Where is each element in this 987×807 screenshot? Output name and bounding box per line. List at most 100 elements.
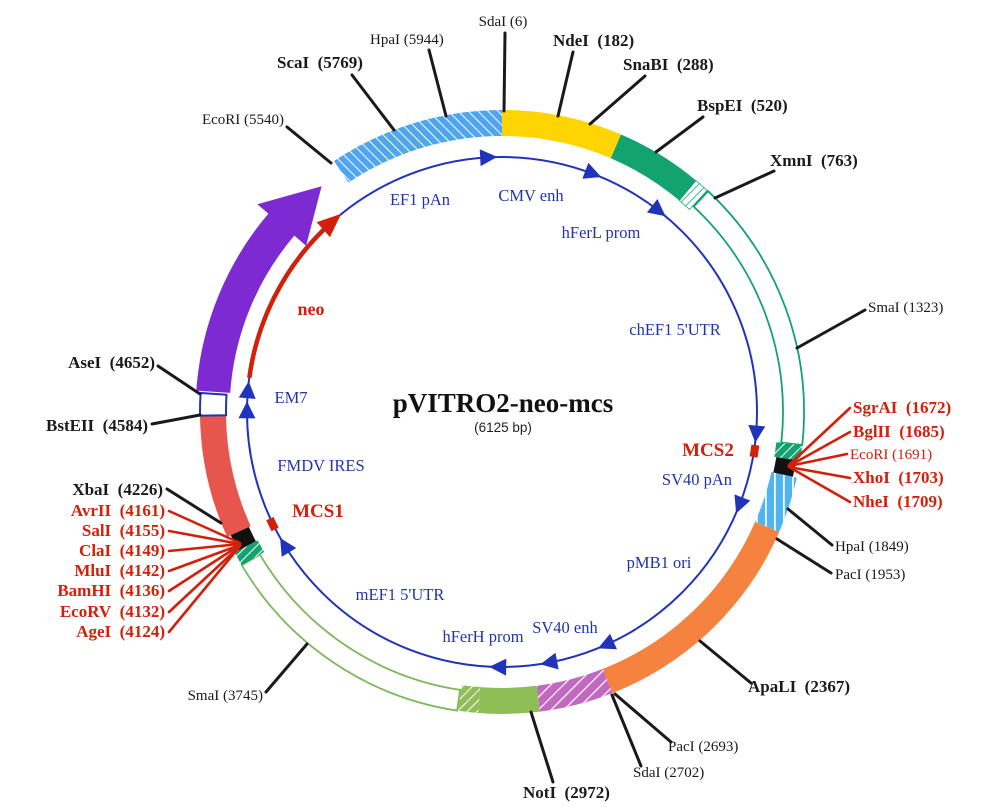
leader-line-BglII(1685) xyxy=(787,430,852,468)
site-label-EcoRI(1691): EcoRI (1691) xyxy=(850,447,932,463)
site-label-PacI(2693): PacI (2693) xyxy=(668,739,738,755)
leader-lines-layer xyxy=(150,31,867,784)
site-label-ApaLI(2367): ApaLI (2367) xyxy=(748,677,850,696)
site-label-SdaI(6): SdaI (6) xyxy=(479,14,528,30)
leader-line-ClaI(4149) xyxy=(167,542,242,553)
leader-line-AvrII(4161) xyxy=(167,509,242,545)
site-label-BamHI(4136): BamHI (4136) xyxy=(57,581,165,600)
site-label-XmnI(763): XmnI (763) xyxy=(770,151,858,170)
site-label-HpaI(5944): HpaI (5944) xyxy=(370,32,444,48)
leader-line-ScaI(5769) xyxy=(350,73,396,132)
backbone-layer xyxy=(238,149,766,676)
label-em7: EM7 xyxy=(275,388,308,407)
label-mcs2: MCS2 xyxy=(682,440,734,461)
hferh-end-hatch xyxy=(458,685,481,713)
fmdv-ires-region xyxy=(200,415,251,537)
leader-line-EcoRV(4132) xyxy=(167,544,242,614)
backbone-arrow xyxy=(238,401,256,419)
leader-line-PacI(2693) xyxy=(613,692,673,744)
backbone-arrow xyxy=(489,658,507,676)
leader-line-SdaI(6) xyxy=(502,31,507,113)
backbone-arrow xyxy=(748,424,766,443)
leader-line-MluI(4142) xyxy=(167,543,242,573)
leader-line-HpaI(5944) xyxy=(427,48,448,118)
backbone-open xyxy=(198,391,228,417)
backbone-arrow xyxy=(479,149,498,167)
hferl-end-hatch xyxy=(678,179,708,211)
leader-line-XbaI(4226) xyxy=(165,487,223,525)
label-sv40-pan: SV40 pAn xyxy=(662,470,732,489)
site-label-NheI(1709): NheI (1709) xyxy=(853,492,943,511)
label-hferl-prom: hFerL prom xyxy=(562,223,641,242)
leader-line-XhoI(1703) xyxy=(787,465,852,480)
ef1-pan-region xyxy=(334,109,502,183)
backbone-arrow xyxy=(582,162,602,179)
label-cmv-enh: CMV enh xyxy=(498,186,564,205)
backbone-arrow xyxy=(238,381,256,399)
site-label-HpaI(1849): HpaI (1849) xyxy=(835,539,909,555)
leader-line-XmnI(763) xyxy=(713,169,776,200)
site-label-BspEI(520): BspEI (520) xyxy=(697,96,788,115)
backbone-arrow xyxy=(734,494,751,514)
site-label-XhoI(1703): XhoI (1703) xyxy=(853,468,944,487)
site-label-NotI(2972): NotI (2972) xyxy=(523,783,610,802)
leader-line-NdeI(182) xyxy=(556,50,575,118)
site-label-AgeI(4124): AgeI (4124) xyxy=(76,622,165,641)
leader-line-AgeI(4124) xyxy=(167,544,242,634)
mcs2-tick xyxy=(749,444,760,458)
backbone-arrow xyxy=(646,199,666,217)
chef1-5utr-region xyxy=(692,189,805,446)
labels-layer: SdaI (6) NdeI (182) SnaBI (288) BspEI (520)… xyxy=(46,14,951,802)
leader-line-BspEI(520) xyxy=(654,115,705,154)
label-chef1-5utr: chEF1 5'UTR xyxy=(629,320,720,339)
plasmid-title: pVITRO2-neo-mcs xyxy=(393,388,614,418)
plasmid-size: (6125 bp) xyxy=(474,420,532,435)
label-fmdv-ires: FMDV IRES xyxy=(277,456,364,475)
backbone-arrow xyxy=(540,652,559,670)
site-label-SgrAI(1672): SgrAI (1672) xyxy=(853,398,951,417)
site-label-SnaBI(288): SnaBI (288) xyxy=(623,55,714,74)
site-label-SmaI(3745): SmaI (3745) xyxy=(188,688,263,704)
label-hferh-prom: hFerH prom xyxy=(442,627,523,646)
mcs1-tick xyxy=(266,517,279,532)
site-label-XbaI(4226): XbaI (4226) xyxy=(72,480,163,499)
leader-line-ApaLI(2367) xyxy=(698,639,753,685)
leader-line-PacI(1953) xyxy=(775,537,833,575)
sv40-pan-region xyxy=(755,472,797,533)
label-neo: neo xyxy=(298,299,325,319)
backbone-arrow xyxy=(280,537,297,557)
chef1-end-hatch xyxy=(774,442,803,461)
leader-line-HpaI(1849) xyxy=(786,507,834,547)
leader-line-SalI(4155) xyxy=(167,529,242,546)
neo-orf-arc xyxy=(247,227,326,379)
leader-line-EcoRI(5540) xyxy=(285,125,333,165)
label-mef1-5utr: mEF1 5'UTR xyxy=(356,585,445,604)
label-mcs1: MCS1 xyxy=(292,501,344,522)
backbone-arrow xyxy=(597,633,617,650)
hferh-prom-region xyxy=(478,685,540,714)
hferl-prom-region xyxy=(610,134,696,201)
leader-line-NheI(1709) xyxy=(787,465,852,504)
site-label-EcoRV(4132): EcoRV (4132) xyxy=(60,602,165,621)
site-label-PacI(1953): PacI (1953) xyxy=(835,567,905,583)
leader-line-SnaBI(288) xyxy=(588,74,647,126)
leader-line-NotI(2972) xyxy=(529,710,555,784)
neo-region-arrow xyxy=(196,186,322,393)
label-sv40-enh: SV40 enh xyxy=(532,618,598,637)
site-label-NdeI(182): NdeI (182) xyxy=(553,31,634,50)
leader-line-SmaI(1323) xyxy=(795,308,867,350)
leader-line-SmaI(3745) xyxy=(264,642,309,694)
site-label-BglII(1685): BglII (1685) xyxy=(853,422,945,441)
cmv-enh-region xyxy=(502,110,621,159)
mef1-end-hatch xyxy=(234,540,265,566)
pmb1-ori-region xyxy=(602,521,780,694)
leader-line-EcoRI(1691) xyxy=(787,452,849,468)
leader-line-SgrAI(1672) xyxy=(787,406,852,467)
leader-line-BstEII(4584) xyxy=(150,413,202,426)
leader-line-AseI(4652) xyxy=(156,364,202,396)
site-label-EcoRI(5540): EcoRI (5540) xyxy=(202,112,284,128)
sv40-enh-region xyxy=(536,668,613,712)
site-label-ClaI(4149): ClaI (4149) xyxy=(79,541,165,560)
